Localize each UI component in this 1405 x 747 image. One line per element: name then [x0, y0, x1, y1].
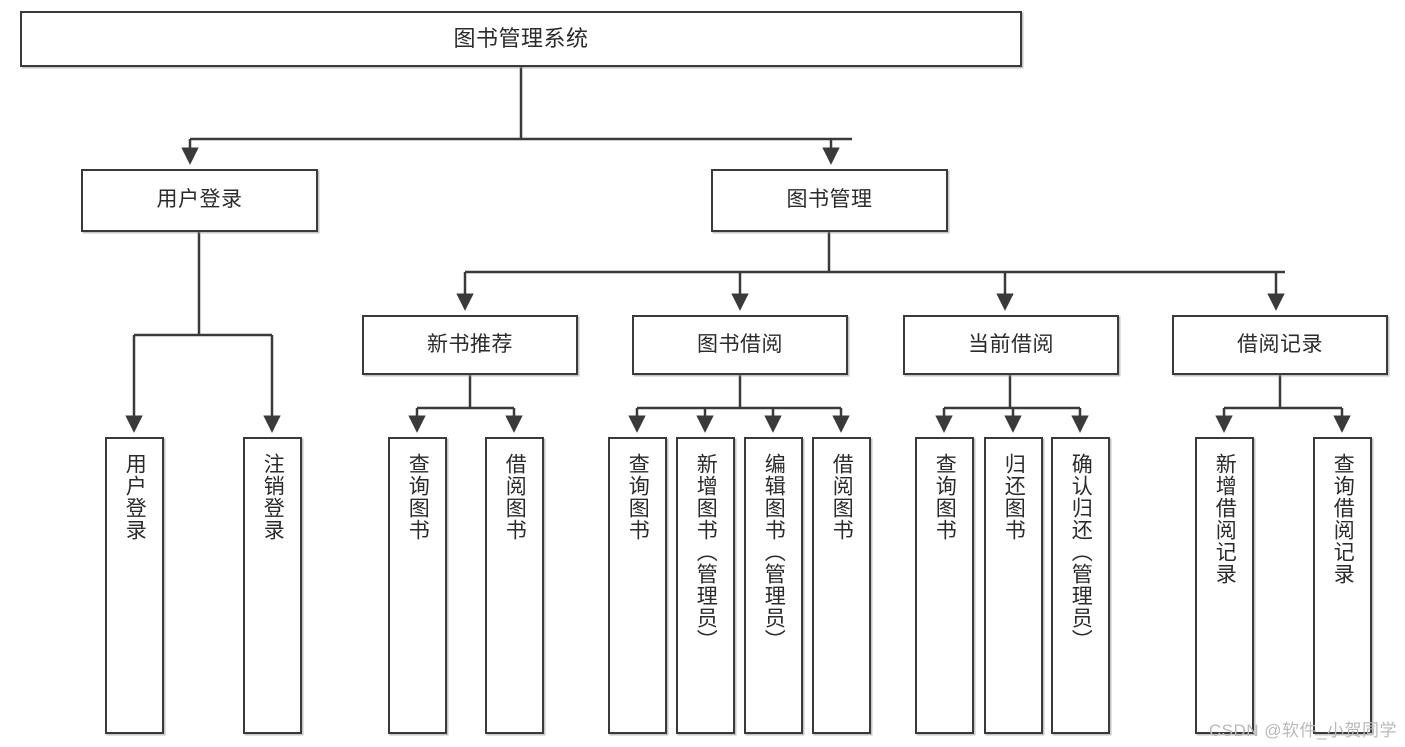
- node-borrow-record[interactable]: 借阅记录: [1172, 315, 1388, 375]
- node-current-borrow-label: 当前借阅: [968, 332, 1054, 356]
- node-borrow-record-label: 借阅记录: [1237, 332, 1323, 356]
- leaf-borrow-borrow-book-label: 借阅图书: [830, 453, 854, 541]
- leaf-recommend-borrow-book-label: 借阅图书: [503, 453, 527, 541]
- node-book-borrow-label: 图书借阅: [697, 332, 783, 356]
- leaf-recommend-query-book[interactable]: 查询图书: [388, 437, 447, 734]
- leaf-record-query-label: 查询借阅记录: [1331, 453, 1355, 585]
- leaf-borrow-borrow-book[interactable]: 借阅图书: [812, 437, 871, 734]
- leaf-record-add[interactable]: 新增借阅记录: [1195, 437, 1254, 734]
- leaf-current-query-book-label: 查询图书: [933, 453, 957, 541]
- leaf-borrow-edit-book[interactable]: 编辑图书（管理员）: [744, 437, 803, 734]
- node-book-borrow[interactable]: 图书借阅: [632, 315, 848, 375]
- leaf-current-confirm-return[interactable]: 确认归还（管理员）: [1051, 437, 1110, 734]
- node-book-manage[interactable]: 图书管理: [711, 169, 948, 232]
- leaf-record-query[interactable]: 查询借阅记录: [1313, 437, 1372, 734]
- leaf-borrow-add-book[interactable]: 新增图书（管理员）: [676, 437, 735, 734]
- leaf-user-logout-label: 注销登录: [261, 453, 285, 541]
- leaf-user-login[interactable]: 用户登录: [105, 437, 164, 734]
- leaf-user-login-label: 用户登录: [123, 453, 147, 541]
- node-user-login-label: 用户登录: [156, 188, 243, 212]
- node-user-login[interactable]: 用户登录: [81, 169, 318, 232]
- node-root-label: 图书管理系统: [453, 26, 589, 52]
- node-root[interactable]: 图书管理系统: [20, 11, 1022, 67]
- leaf-current-return-book-label: 归还图书: [1002, 453, 1026, 541]
- leaf-user-logout[interactable]: 注销登录: [243, 437, 302, 734]
- leaf-borrow-add-book-label: 新增图书（管理员）: [694, 453, 718, 651]
- leaf-record-add-label: 新增借阅记录: [1213, 453, 1237, 585]
- node-book-manage-label: 图书管理: [786, 188, 873, 212]
- leaf-recommend-query-book-label: 查询图书: [406, 453, 430, 541]
- leaf-borrow-query-book-label: 查询图书: [626, 453, 650, 541]
- leaf-current-confirm-return-label: 确认归还（管理员）: [1069, 453, 1093, 651]
- leaf-recommend-borrow-book[interactable]: 借阅图书: [485, 437, 544, 734]
- leaf-borrow-edit-book-label: 编辑图书（管理员）: [762, 453, 786, 651]
- node-new-book-recommend[interactable]: 新书推荐: [362, 315, 578, 375]
- leaf-borrow-query-book[interactable]: 查询图书: [608, 437, 667, 734]
- leaf-current-return-book[interactable]: 归还图书: [984, 437, 1043, 734]
- node-new-book-recommend-label: 新书推荐: [427, 332, 513, 356]
- csdn-watermark: CSDN @软件_小贺同学: [1208, 721, 1397, 740]
- leaf-current-query-book[interactable]: 查询图书: [915, 437, 974, 734]
- node-current-borrow[interactable]: 当前借阅: [903, 315, 1119, 375]
